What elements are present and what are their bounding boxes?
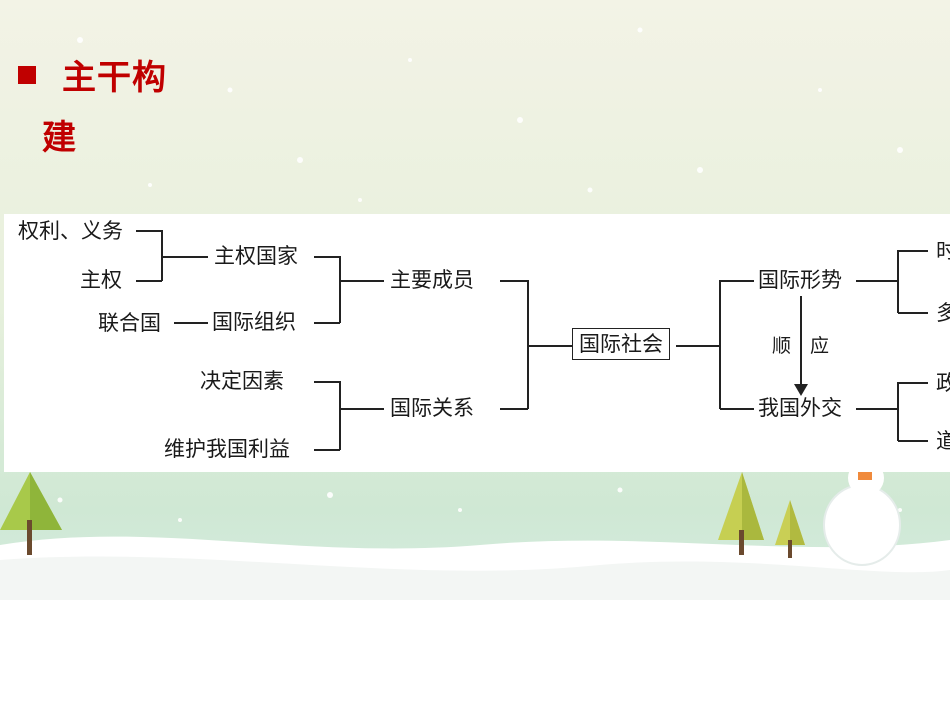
snowflake-icon (57, 27, 903, 522)
connector-line (676, 345, 720, 347)
connector-line (314, 256, 340, 258)
connector-line (314, 381, 340, 383)
connector-line (162, 256, 208, 258)
node-situation-part-1: 时 (936, 239, 950, 263)
tree-icon (0, 472, 62, 555)
node-diplomacy-part-2: 道 (936, 429, 950, 453)
connector-line (856, 408, 898, 410)
connector-line (527, 280, 529, 409)
node-diplomacy-part-1: 政 (936, 371, 950, 395)
connector-line (136, 280, 162, 282)
title-line-2: 建 (42, 118, 77, 158)
node-sovereign-state: 主权国家 (214, 244, 298, 268)
connector-line (898, 440, 928, 442)
connector-line (856, 280, 898, 282)
connector-line (898, 382, 928, 384)
node-sovereignty: 主权 (80, 268, 122, 292)
connector-line (720, 408, 754, 410)
connector-line (314, 322, 340, 324)
node-protect-interests: 维护我国利益 (164, 437, 290, 461)
connector-line (898, 250, 928, 252)
connector-line (314, 449, 340, 451)
connector-line (528, 345, 572, 347)
connector-line (339, 381, 341, 450)
connector-line (339, 256, 341, 323)
node-main-members: 主要成员 (390, 268, 474, 292)
concept-diagram: 权利、义务 主权 联合国 决定因素 维护我国利益 主权国家 国际组织 主要成员 … (4, 214, 950, 472)
connector-line (340, 408, 384, 410)
connector-line (897, 382, 899, 441)
node-rights-duties: 权利、义务 (18, 219, 123, 243)
connector-line (720, 280, 754, 282)
arrow-shaft (800, 296, 802, 388)
node-intl-society: 国际社会 (572, 328, 670, 360)
connector-line (340, 280, 384, 282)
node-intl-relations: 国际关系 (390, 396, 474, 420)
connector-line (174, 322, 208, 324)
title-line-1: 主干构 (62, 58, 167, 98)
connector-line (719, 280, 721, 409)
node-situation-part-2: 多 (936, 301, 950, 325)
connector-line (898, 312, 928, 314)
square-bullet-icon (18, 66, 36, 84)
connector-line (500, 280, 528, 282)
arrow-down-icon (794, 384, 808, 396)
connector-line (897, 250, 899, 313)
node-determinant: 决定因素 (200, 369, 284, 393)
connector-line (161, 230, 163, 281)
connector-line (136, 230, 162, 232)
node-united-nations: 联合国 (98, 311, 161, 335)
connector-line (500, 408, 528, 410)
node-intl-situation: 国际形势 (758, 268, 842, 292)
node-intl-org: 国际组织 (212, 310, 296, 334)
node-our-diplomacy: 我国外交 (758, 396, 842, 420)
tree-icon (775, 500, 805, 558)
tree-icon (718, 472, 764, 555)
